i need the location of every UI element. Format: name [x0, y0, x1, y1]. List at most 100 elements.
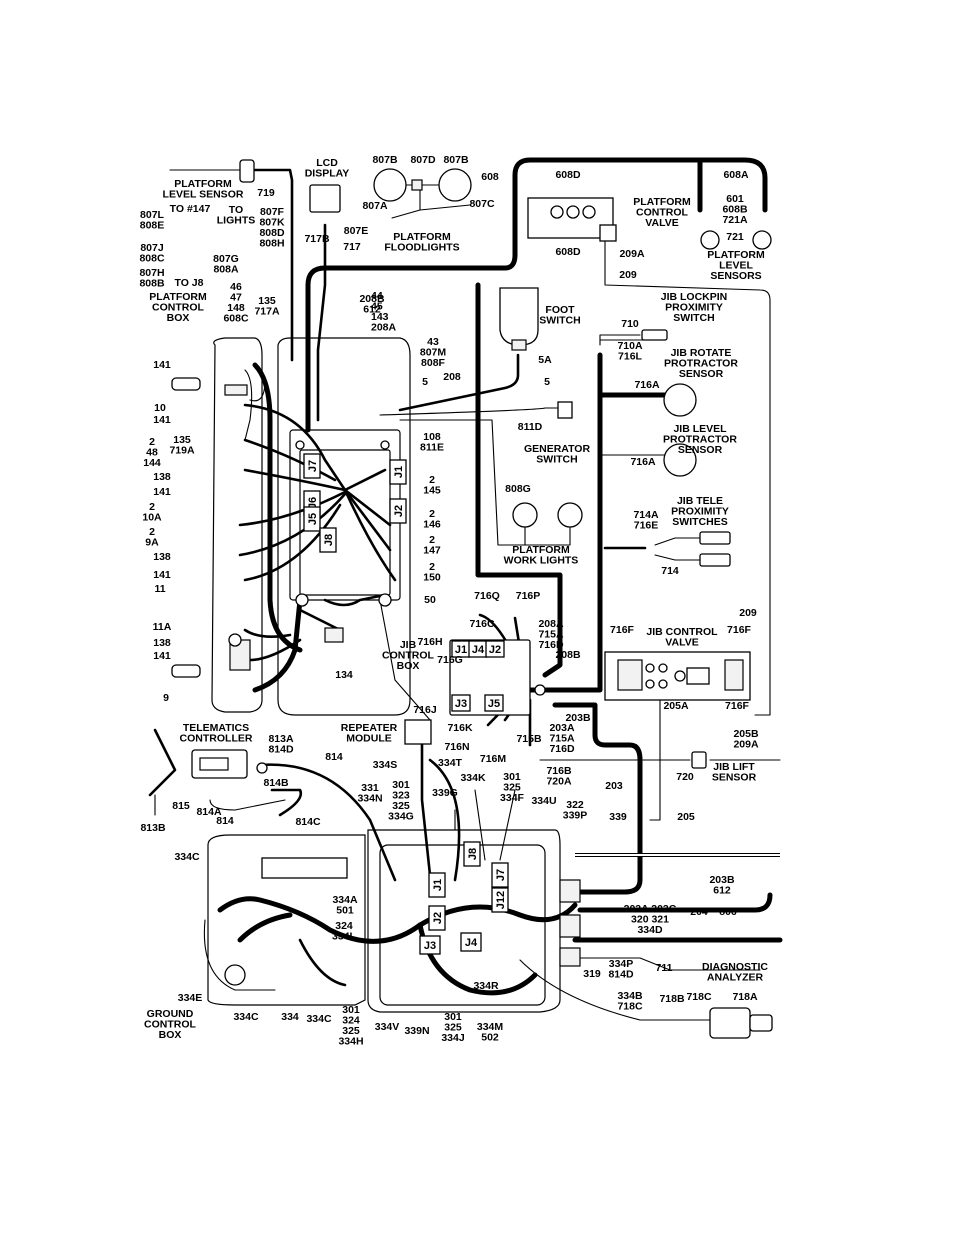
- svg-text:J1: J1: [393, 466, 405, 478]
- wire-label-95: 334S: [373, 759, 398, 771]
- wire-label-40: 141: [153, 414, 171, 426]
- ground-control-box: [207, 829, 581, 1013]
- wire-label-86: 720: [676, 771, 694, 783]
- ground-box-connector-5: J3: [419, 935, 441, 955]
- jib-lockpin-switch: [641, 329, 668, 341]
- wire-label-129: 718C: [686, 991, 712, 1003]
- wire-label-13: 807B: [372, 154, 398, 166]
- wire-label-39: 10: [154, 402, 166, 414]
- wire-label-31: 5: [544, 376, 550, 388]
- wire-label-11: 717B: [304, 233, 330, 245]
- wire-label-30: 5A: [538, 354, 552, 366]
- jib-box-connector-1: J4: [468, 640, 488, 658]
- wire-label-19: 608: [481, 171, 499, 183]
- wire-label-14: 807D: [410, 154, 436, 166]
- ground-box-connector-4: J2: [428, 905, 446, 931]
- wire-label-49: 138: [153, 551, 171, 563]
- wire-label-20: 608D: [555, 169, 581, 181]
- jib-tele-switches: [699, 531, 731, 567]
- wire-label-55: 9: [163, 692, 169, 704]
- svg-text:J7: J7: [307, 460, 319, 472]
- wire-label-52: 11A: [153, 621, 172, 633]
- wire-label-106: 205: [677, 811, 695, 823]
- platform-work-lights: [512, 502, 583, 528]
- jib-lift-sensor: [691, 751, 707, 769]
- jib-box-connector-2: J2: [485, 640, 505, 658]
- wire-label-26: 209: [619, 269, 637, 281]
- wire-label-81: 203B: [565, 712, 591, 724]
- platform-control-valve: [527, 197, 617, 242]
- wire-label-36: 716A: [634, 379, 660, 391]
- telematics-controller: [148, 728, 268, 816]
- wire-label-115: 334C: [233, 1011, 259, 1023]
- jib-box-connector-4: J5: [484, 694, 504, 712]
- svg-text:J2: J2: [489, 644, 501, 656]
- platform-box-connector-1: J1: [389, 459, 407, 485]
- wire-label-16: 807A: [362, 200, 388, 212]
- wire-label-51: 11: [154, 583, 165, 595]
- main-harness: [217, 157, 783, 996]
- wire-label-120: 339N: [404, 1025, 429, 1037]
- wire-label-77: 716N: [444, 741, 469, 753]
- wire-label-96: 334T: [438, 757, 463, 769]
- wire-label-17: 807E: [344, 225, 369, 237]
- platform-level-sensors: [700, 230, 772, 250]
- wires: [169, 168, 781, 1021]
- wire-label-104: 339: [609, 811, 627, 823]
- diagnostic-analyzer: [709, 1007, 773, 1039]
- platform-floodlights: [373, 168, 472, 202]
- wire-label-97: 334K: [460, 772, 486, 784]
- lcd-display: [309, 184, 341, 213]
- platform-control-box: [171, 337, 411, 716]
- wire-label-53: 138: [153, 637, 171, 649]
- wire-label-124: 319: [583, 968, 601, 980]
- wire-label-105: 203: [605, 780, 623, 792]
- svg-text:J8: J8: [323, 534, 335, 546]
- wire-label-128: 718B: [659, 993, 685, 1005]
- wire-label-18: 807C: [469, 198, 495, 210]
- wire-label-82: 205A: [663, 700, 689, 712]
- jib-rotate-sensor: [663, 383, 697, 417]
- wire-label-64: 714: [661, 565, 679, 577]
- wire-label-88: 814: [325, 751, 343, 763]
- wire-label-112: 204: [690, 906, 708, 918]
- wire-label-2: TO #147: [170, 203, 211, 215]
